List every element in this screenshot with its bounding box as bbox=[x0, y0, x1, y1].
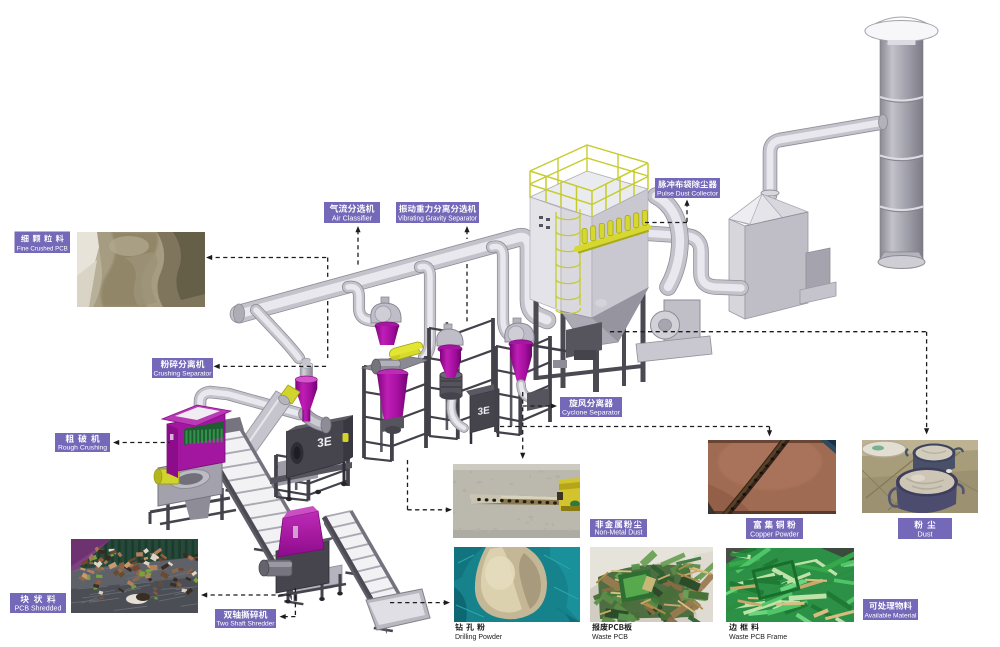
svg-text:Dust: Dust bbox=[917, 530, 932, 539]
svg-text:PCB Shredded: PCB Shredded bbox=[15, 606, 62, 613]
svg-text:Fine Crushed PCB: Fine Crushed PCB bbox=[17, 246, 69, 253]
svg-text:3E: 3E bbox=[477, 405, 491, 418]
svg-text:Available Material: Available Material bbox=[865, 613, 917, 620]
svg-text:Air Classifier: Air Classifier bbox=[332, 214, 373, 223]
svg-text:Pulse Dust Collector: Pulse Dust Collector bbox=[657, 191, 719, 198]
svg-text:Rough Crushing: Rough Crushing bbox=[58, 445, 107, 452]
svg-text:Copper Powder: Copper Powder bbox=[750, 532, 799, 539]
svg-text:3E: 3E bbox=[316, 434, 334, 451]
svg-text:Waste PCB: Waste PCB bbox=[592, 634, 628, 641]
svg-text:Cyclone Separator: Cyclone Separator bbox=[562, 410, 621, 417]
svg-text:Two Shaft Shredder: Two Shaft Shredder bbox=[217, 621, 276, 628]
svg-text:Drilling Powder: Drilling Powder bbox=[455, 634, 503, 641]
svg-text:Crushing Separator: Crushing Separator bbox=[154, 371, 213, 378]
svg-text:Vibrating Gravity Separator: Vibrating Gravity Separator bbox=[398, 214, 478, 223]
svg-text:Non-Metal Dust: Non-Metal Dust bbox=[595, 530, 643, 537]
svg-text:Waste PCB Frame: Waste PCB Frame bbox=[729, 634, 787, 641]
